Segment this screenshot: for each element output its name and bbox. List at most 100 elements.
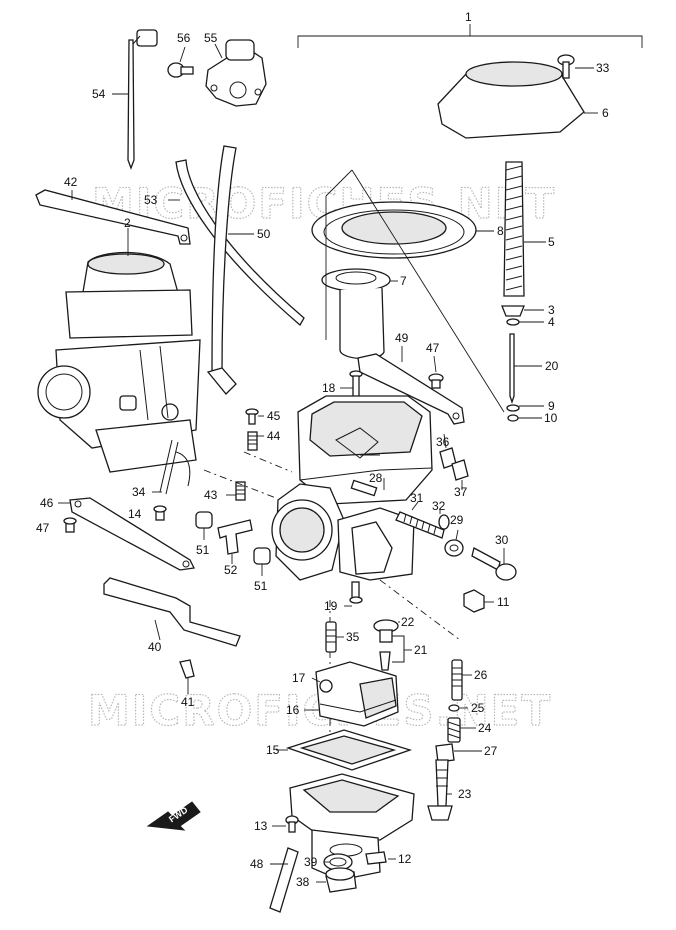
label-part-23: 23: [458, 787, 472, 801]
label-part-43: 43: [204, 488, 218, 502]
part-37-screw: [451, 459, 469, 490]
part-11-nut: [463, 589, 494, 613]
part-32-washer: [438, 508, 450, 530]
label-part-47-left: 47: [36, 521, 50, 535]
label-part-50: 50: [257, 227, 271, 241]
part-5-spring: [503, 161, 546, 297]
label-part-46: 46: [40, 496, 54, 510]
label-part-2: 2: [124, 216, 131, 230]
label-part-31: 31: [410, 491, 424, 505]
part-4-washer: [506, 318, 544, 326]
forward-direction-arrow: FWD: [146, 801, 201, 831]
label-part-21: 21: [414, 643, 428, 657]
part-33-screw: [557, 54, 594, 79]
part-43-screw: [226, 481, 246, 501]
part-8-diaphragm: [311, 201, 494, 259]
part-6-top-cap: [437, 61, 598, 139]
label-part-10: 10: [544, 411, 558, 425]
label-part-15: 15: [266, 743, 280, 757]
part-51-fitting-upper: [195, 511, 213, 540]
label-part-28: 28: [369, 471, 383, 485]
label-part-7: 7: [400, 274, 407, 288]
part-48-drain-hose: [269, 847, 299, 913]
label-part-32: 32: [432, 499, 446, 513]
part-49-bracket: [357, 346, 465, 425]
label-part-40: 40: [148, 640, 162, 654]
label-part-27: 27: [484, 744, 498, 758]
label-part-34: 34: [132, 485, 146, 499]
label-part-33: 33: [596, 61, 610, 75]
label-part-51-lower: 51: [254, 579, 268, 593]
part-19-screw: [344, 581, 363, 607]
label-part-54: 54: [92, 87, 106, 101]
part-31-screw-spring: [395, 501, 445, 539]
carburetor-body-center: [271, 395, 433, 581]
label-part-25: 25: [471, 701, 485, 715]
part-14-screw: [153, 505, 167, 521]
part-40-bracket: [103, 577, 241, 647]
part-44-screw: [247, 431, 264, 451]
part-45-screw: [245, 408, 264, 425]
label-part-3: 3: [548, 303, 555, 317]
label-part-12: 12: [398, 852, 412, 866]
part-30-pilot-screw: [471, 547, 517, 581]
label-part-47-right: 47: [426, 341, 440, 355]
part-39-o-ring: [323, 853, 353, 871]
part-56-screw: [167, 46, 194, 78]
part-42-bracket: [35, 189, 191, 245]
part-50-hose: [206, 145, 254, 395]
label-part-5: 5: [548, 235, 555, 249]
part-25-o-ring: [448, 704, 468, 712]
label-part-53: 53: [144, 193, 158, 207]
label-part-9: 9: [548, 399, 555, 413]
label-part-36: 36: [436, 435, 450, 449]
part-number-labels: 1 2 3 4 5 6 7 8 9 10 11 12 13 14 15 16 1…: [36, 10, 610, 889]
label-part-11: 11: [497, 595, 510, 609]
label-part-6: 6: [602, 106, 609, 120]
part-27-cap: [435, 743, 482, 763]
label-part-49: 49: [395, 331, 409, 345]
label-part-22: 22: [401, 615, 415, 629]
part-38-drain-plug: [316, 867, 357, 893]
assembly-bracket-1: [297, 24, 643, 48]
label-part-13: 13: [254, 819, 268, 833]
part-10-clip: [507, 414, 542, 422]
part-22-seat: [373, 619, 400, 643]
label-part-29: 29: [450, 513, 464, 527]
label-part-20: 20: [545, 359, 559, 373]
part-7-piston: [321, 268, 398, 360]
label-part-42: 42: [64, 175, 78, 189]
part-12-screw: [365, 851, 396, 865]
label-part-30: 30: [495, 533, 509, 547]
part-9-washer: [506, 404, 544, 412]
label-part-1: 1: [465, 10, 472, 24]
label-part-39: 39: [304, 855, 318, 869]
part-47-bolt-right: [428, 355, 444, 389]
part-29-nut: [444, 529, 464, 557]
label-part-55: 55: [204, 31, 218, 45]
label-part-18: 18: [322, 381, 336, 395]
part-28-screw: [350, 478, 385, 497]
label-part-48: 48: [250, 857, 264, 871]
part-15-gasket: [276, 729, 413, 771]
part-17-pin: [311, 677, 333, 693]
label-part-41: 41: [181, 695, 195, 709]
label-part-38: 38: [296, 875, 310, 889]
part-21-float-needle: [379, 635, 412, 671]
part-54-cable-tie: [112, 29, 158, 170]
part-16-float: [304, 661, 399, 727]
label-part-26: 26: [474, 668, 488, 682]
part-26-jet: [451, 659, 472, 701]
part-47-bolt-left: [63, 517, 77, 533]
part-20-jet-needle: [509, 333, 542, 405]
label-part-4: 4: [548, 315, 555, 329]
label-part-17: 17: [292, 671, 306, 685]
label-part-56: 56: [177, 31, 191, 45]
part-24-spring: [447, 717, 476, 743]
label-part-14: 14: [128, 507, 142, 521]
label-part-45: 45: [267, 409, 281, 423]
part-3-retainer: [501, 305, 544, 317]
part-46-bracket: [58, 497, 195, 571]
part-35-jet: [325, 621, 344, 653]
